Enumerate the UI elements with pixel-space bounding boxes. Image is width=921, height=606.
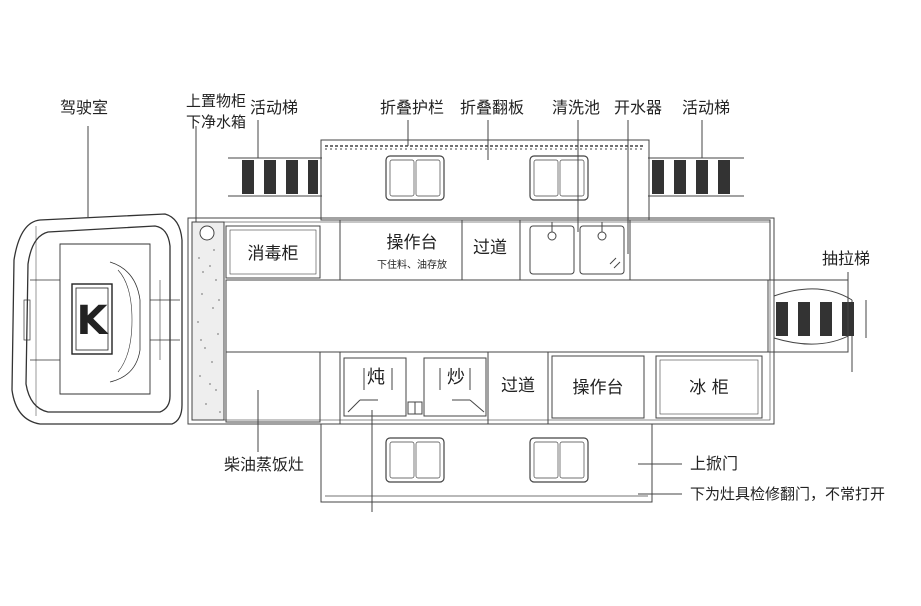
pull-out-ladder [773,288,867,372]
label-water-tank: 下净水箱 [186,113,246,131]
label-worktop-top-sub: 下住料、油存放 [377,258,447,271]
cab-logo-text: K [77,298,110,344]
label-aisle-bottom: 过道 [501,376,535,396]
label-rice-steamer: 柴油蒸饭灶 [224,455,304,474]
label-ladder-right: 活动梯 [682,98,730,117]
water-tank-strip [191,221,225,421]
label-ladder-left: 活动梯 [250,98,298,117]
cab-logo-badge: K [71,283,113,355]
label-worktop-bottom: 操作台 [573,378,624,398]
label-fry: 炒 [447,367,465,388]
top-row-cabinets [225,219,771,281]
left-ladder [228,157,322,197]
label-disinfect: 消毒柜 [248,244,299,264]
label-worktop-top: 操作台 [387,233,438,253]
top-windows [385,155,589,201]
label-guardrail: 折叠护栏 [380,98,444,117]
body-outline [187,139,849,503]
label-sink: 清洗池 [552,98,600,117]
bottom-row-cabinets [225,351,763,425]
label-stew: 炖 [367,367,385,388]
label-cab: 驾驶室 [60,98,108,117]
label-flap: 折叠翻板 [460,98,524,117]
label-lift-door: 上掀门 [690,454,738,473]
cab [11,213,183,425]
label-service-door: 下为灶具检修翻门，不常打开 [690,485,885,503]
label-aisle-top: 过道 [473,238,507,258]
labels: 驾驶室 上置物柜 下净水箱 活动梯 折叠护栏 折叠翻板 清洗池 开水器 活动梯 … [60,92,885,503]
label-pull-ladder: 抽拉梯 [822,249,870,268]
label-freezer: 冰 柜 [689,378,728,398]
label-upper-cabinet: 上置物柜 [186,92,246,110]
label-boiler: 开水器 [614,98,662,117]
right-ladder [648,157,744,197]
leader-lines [87,120,849,512]
bottom-windows [385,437,589,483]
